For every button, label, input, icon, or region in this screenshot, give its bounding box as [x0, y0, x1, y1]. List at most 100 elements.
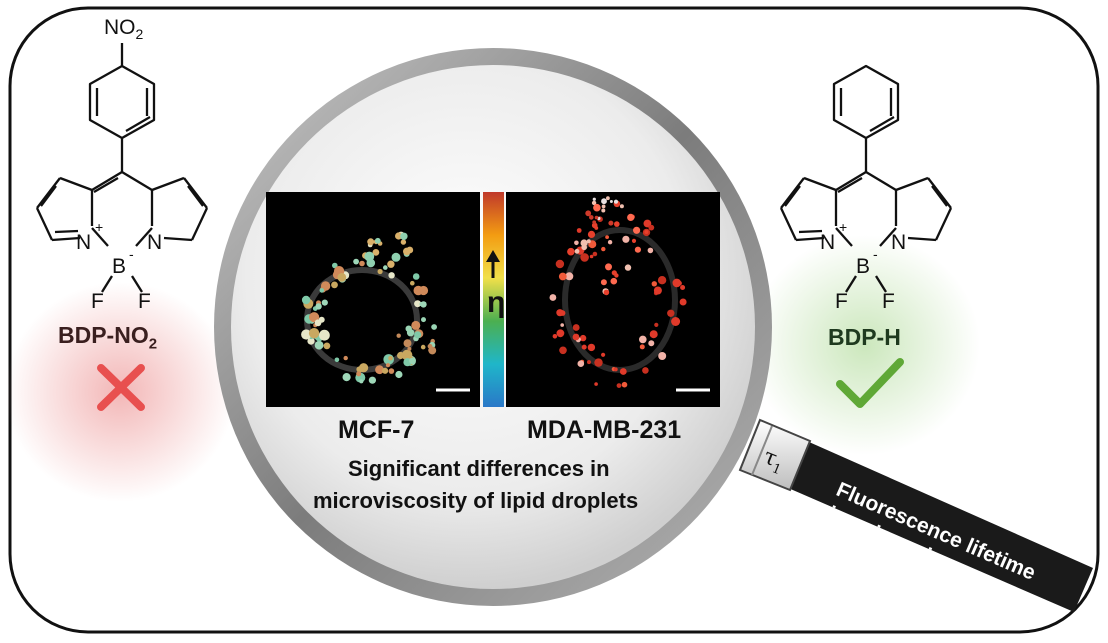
lipid-droplet	[420, 301, 427, 308]
lipid-droplet	[613, 199, 619, 204]
lipid-droplet	[601, 352, 606, 357]
mdamb231-lipid-droplets	[549, 196, 687, 388]
lipid-droplet	[572, 324, 580, 331]
lipid-droplet	[308, 328, 320, 339]
lipid-droplet	[556, 329, 565, 338]
lipid-droplet	[603, 289, 610, 296]
lipid-droplet	[648, 340, 655, 347]
lipid-droplet	[334, 357, 340, 363]
lipid-droplet	[591, 200, 597, 206]
lipid-droplet	[321, 299, 328, 306]
lipid-droplet	[634, 246, 642, 253]
lipid-droplet	[385, 363, 391, 368]
lipid-droplet	[639, 344, 645, 350]
lipid-droplet	[353, 258, 359, 265]
lipid-droplet	[572, 333, 580, 341]
left-mol-n-right: N	[147, 231, 163, 254]
lipid-droplet	[319, 329, 330, 341]
lipid-droplet	[648, 224, 655, 231]
lipid-droplet	[587, 343, 596, 352]
lipid-droplet	[644, 230, 649, 234]
lipid-droplet	[677, 280, 682, 286]
lipid-droplet	[395, 232, 403, 240]
lipid-droplet	[372, 249, 380, 256]
lipid-droplet	[606, 196, 610, 201]
right-mol-f-right: F	[882, 290, 895, 313]
mcf7-image-panel	[266, 192, 480, 407]
left-mol-boron: B	[112, 255, 127, 278]
lipid-droplet	[589, 254, 594, 259]
lipid-droplet	[315, 303, 322, 310]
lipid-droplet	[621, 381, 628, 388]
left-molecule-structure	[35, 43, 209, 293]
left-mol-f-right: F	[138, 290, 151, 313]
lipid-droplet	[579, 334, 587, 342]
no2-label: NO2	[104, 16, 144, 43]
lipid-droplet	[411, 320, 421, 330]
left-molecule-name: BDP-NO2	[58, 322, 158, 353]
green-glow	[750, 235, 980, 455]
lipid-droplet	[549, 294, 557, 301]
lipid-droplet	[653, 286, 662, 295]
lipid-droplet	[657, 276, 667, 285]
lipid-droplet	[314, 340, 324, 350]
caption-line-2: microviscosity of lipid droplets	[313, 488, 639, 513]
lipid-droplet	[555, 259, 565, 269]
lipid-droplet	[642, 367, 649, 374]
viscosity-eta-symbol: η	[487, 286, 506, 319]
lipid-droplet	[314, 319, 322, 327]
lipid-droplet	[421, 317, 426, 323]
lipid-droplet	[622, 235, 630, 243]
lipid-droplet	[364, 251, 375, 262]
lipid-droplet	[356, 371, 362, 377]
lipid-droplet	[589, 215, 594, 220]
lipid-droplet	[405, 325, 412, 332]
lipid-droplet	[594, 382, 598, 386]
lipid-droplet	[667, 309, 675, 317]
lipid-droplet	[592, 220, 597, 225]
lipid-droplet	[639, 335, 647, 344]
lipid-droplet	[654, 322, 659, 327]
lipid-droplet	[367, 238, 375, 246]
lipid-droplet	[420, 344, 426, 350]
lipid-droplet	[585, 210, 592, 217]
lipid-droplet	[403, 339, 412, 348]
lipid-droplet	[382, 367, 389, 374]
lipid-droplet	[643, 219, 652, 228]
lipid-droplet	[587, 230, 596, 238]
lipid-droplet	[567, 247, 575, 256]
right-mol-plus: +	[839, 219, 848, 235]
lipid-droplet	[359, 260, 365, 267]
left-mol-n-left: N	[76, 231, 92, 254]
right-mol-n-left: N	[820, 231, 836, 254]
lipid-droplet	[616, 383, 622, 388]
lipid-droplet	[601, 208, 606, 213]
lipid-droplet	[301, 295, 311, 305]
lipid-droplet	[592, 251, 598, 257]
lipid-droplet	[388, 355, 393, 361]
lipid-droplet	[377, 268, 383, 275]
lipid-droplet	[633, 226, 641, 234]
lipid-droplet	[577, 360, 585, 368]
lipid-droplet	[671, 317, 681, 326]
viscosity-scale-bar	[483, 192, 504, 407]
mcf7-label: MCF-7	[338, 416, 415, 444]
lipid-droplet	[651, 281, 657, 287]
lipid-droplet	[619, 204, 624, 209]
lipid-droplet	[576, 228, 582, 233]
lipid-droplet	[605, 263, 612, 271]
lipid-droplet	[565, 272, 574, 281]
lipid-droplet	[407, 346, 412, 351]
lipid-droplet	[337, 273, 347, 282]
lipid-droplet	[414, 300, 422, 308]
lipid-droplet	[608, 220, 614, 226]
lipid-droplet	[388, 272, 395, 279]
lipid-droplet	[391, 252, 401, 262]
lipid-droplet	[607, 240, 613, 245]
lipid-droplet	[307, 337, 315, 345]
lipid-droplet	[594, 358, 603, 367]
lipid-droplet	[400, 232, 408, 240]
lipid-droplet	[559, 346, 567, 355]
lipid-droplet	[375, 365, 384, 375]
